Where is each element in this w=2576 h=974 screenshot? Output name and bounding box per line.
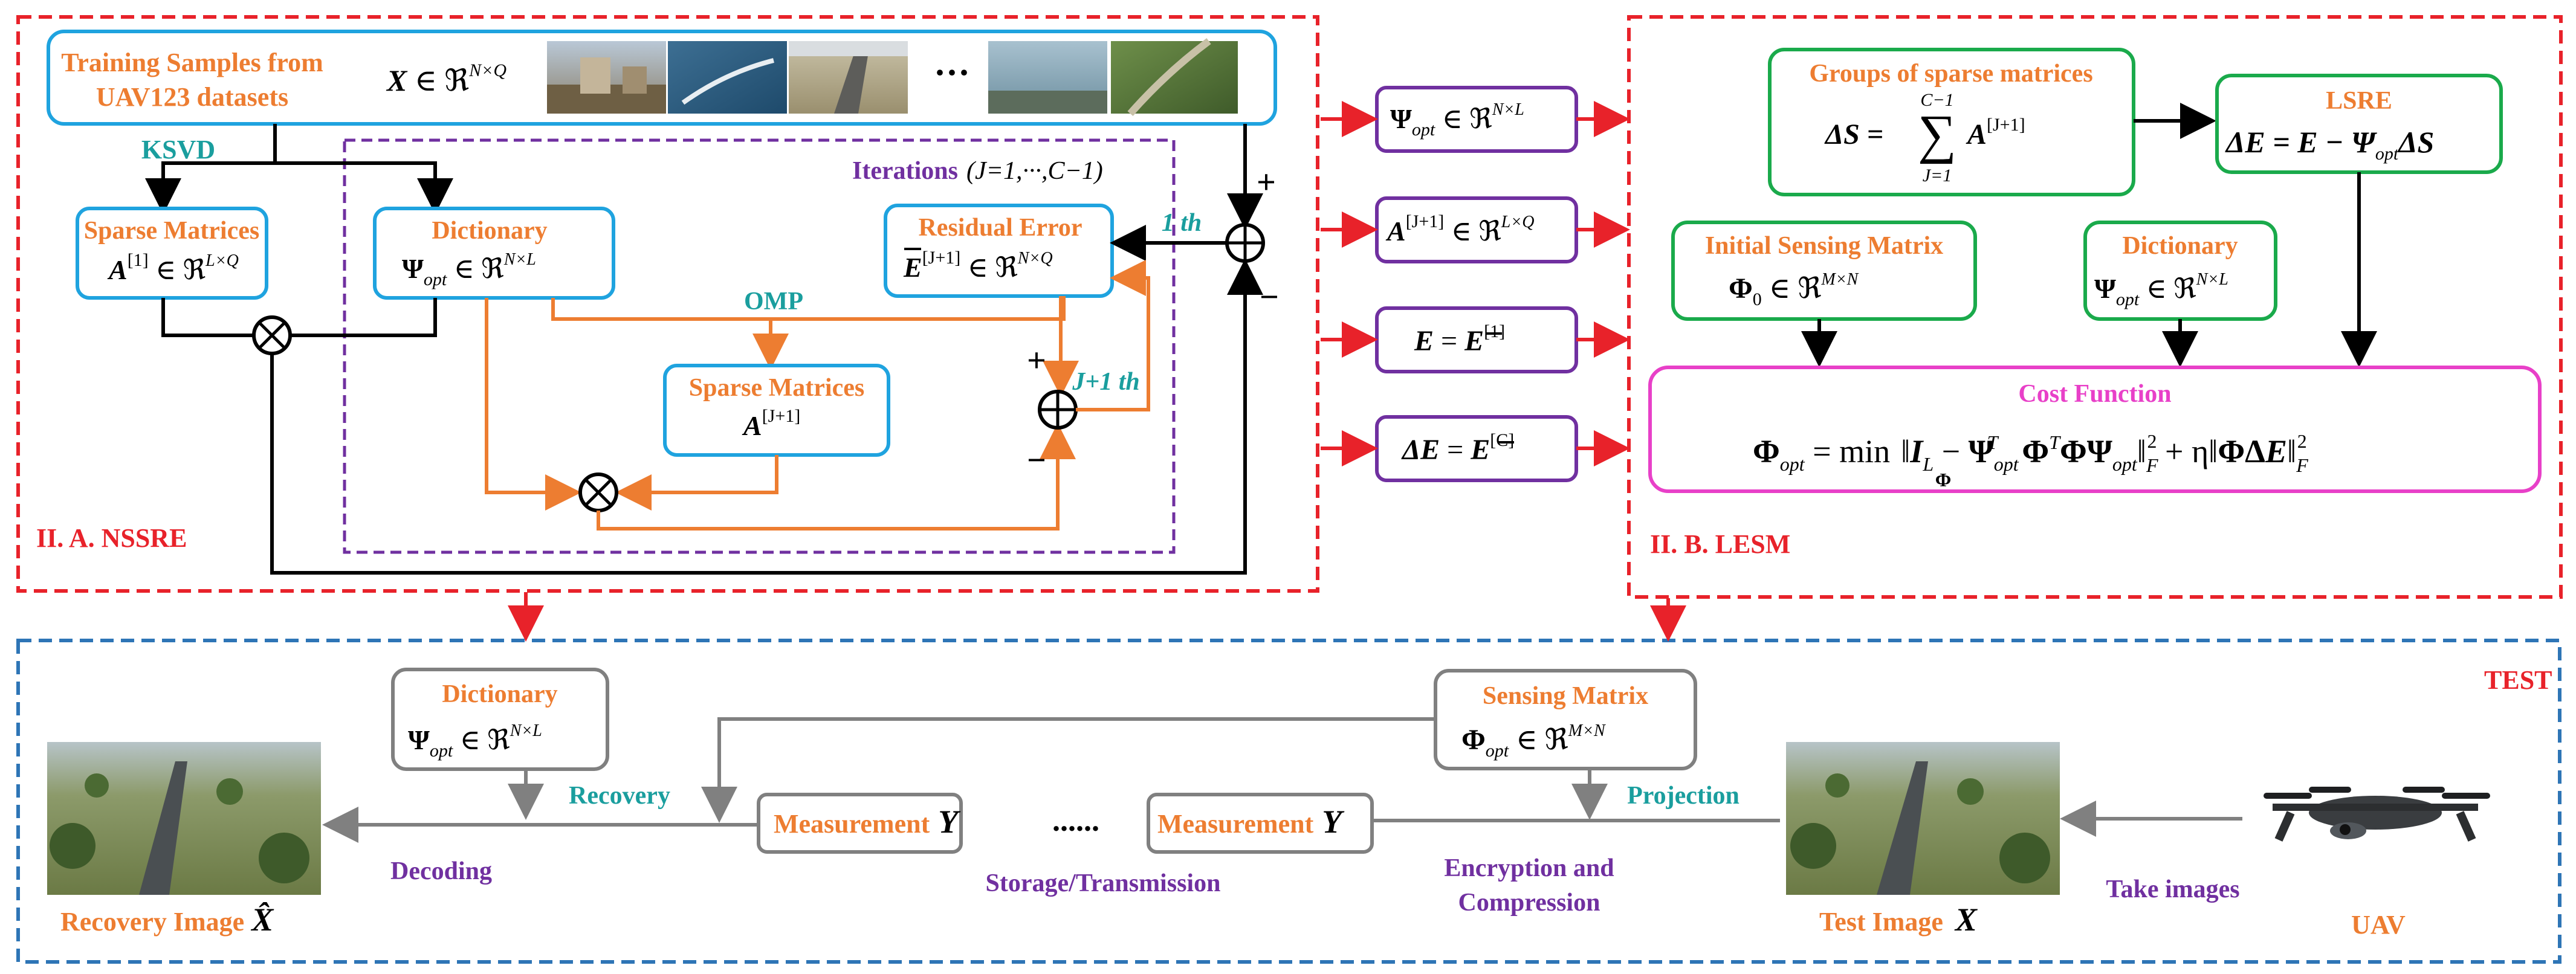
groups-sigma: ∑ xyxy=(1918,105,1956,164)
sum-main-minus: − xyxy=(1260,279,1279,316)
decoding-label: Decoding xyxy=(390,857,492,885)
lesm-section-label: II. B. LESM xyxy=(1650,529,1790,559)
dictionary-nssre-title: Dictionary xyxy=(432,217,547,245)
measurement-dots: ...... xyxy=(1052,804,1099,838)
svg-text:ΔE = E[C]: ΔE = E[C] xyxy=(1401,430,1514,466)
recovery-label: Recovery xyxy=(569,782,670,810)
dictionary-test-formula: Ψopt ∈ ℜN×L xyxy=(408,721,542,761)
training-thumbnail-3 xyxy=(789,41,908,114)
dictionary-nssre-box xyxy=(373,207,615,300)
param-box-sparse: A[J+1] ∈ ℜL×Q xyxy=(1375,196,1578,263)
dict-to-mult xyxy=(290,298,437,337)
take-images-label: Take images xyxy=(2106,876,2239,903)
training-thumbnail-2 xyxy=(668,41,787,114)
dictionary-test-title: Dictionary xyxy=(442,680,557,708)
jth-label: J+1 th xyxy=(1072,368,1139,396)
groups-sum-bottom: J=1 xyxy=(1923,166,1952,185)
ksvd-label: KSVD xyxy=(141,135,215,164)
test-arrows xyxy=(322,717,2242,843)
param-box-dictionary: Ψopt ∈ ℜN×L xyxy=(1375,86,1578,153)
mult-to-sum-arrow xyxy=(270,259,1263,575)
lsre-formula: ΔE = E − ΨoptΔS xyxy=(2225,125,2434,164)
first-th-label: 1 th xyxy=(1162,209,1202,237)
cost-function-title: Cost Function xyxy=(2018,380,2171,408)
sum-iter-plus: + xyxy=(1027,342,1046,379)
dictionary-lesm-title: Dictionary xyxy=(2122,232,2238,260)
sparse-init-box xyxy=(76,207,268,300)
training-ellipsis: ··· xyxy=(934,53,970,92)
training-to-dictionary-arrow xyxy=(275,161,453,214)
cost-min-sub: Φ xyxy=(1935,469,1952,491)
test-image xyxy=(1786,742,2060,895)
sparse-iter-title: Sparse Matrices xyxy=(689,374,864,402)
sensing-test-title: Sensing Matrix xyxy=(1483,682,1648,710)
groups-lhs: ΔS = xyxy=(1824,118,1883,150)
groups-term: A[J+1] xyxy=(1966,115,2025,150)
nssre-section-label: II. A. NSSRE xyxy=(36,523,187,553)
param-box-delta-e: ΔE = E[C] xyxy=(1375,415,1578,482)
cost-function-box xyxy=(1648,366,2542,493)
sum-iter-minus: − xyxy=(1027,442,1046,479)
svg-text:A[J+1] ∈ ℜL×Q: A[J+1] ∈ ℜL×Q xyxy=(1385,211,1534,247)
iterations-border xyxy=(343,138,1176,554)
sparse-init-title: Sparse Matrices xyxy=(84,217,259,245)
svg-text:Ψopt ∈ ℜN×L: Ψopt ∈ ℜN×L xyxy=(1390,100,1524,140)
dict-to-iter-mult xyxy=(485,298,581,511)
residual-error-title: Residual Error xyxy=(918,214,1082,242)
param-box-e: E = E[1] xyxy=(1375,306,1578,373)
projection-label: Projection xyxy=(1627,782,1739,810)
encryption-label-line1: Encryption and xyxy=(1444,854,1614,882)
test-section-label: TEST xyxy=(2484,665,2552,695)
test-section-border xyxy=(16,639,2561,964)
groups-title: Groups of sparse matrices xyxy=(1809,60,2092,88)
omp-line xyxy=(551,296,1066,321)
sum-main-plus: + xyxy=(1257,164,1276,201)
training-to-sparse-arrow xyxy=(145,124,277,214)
training-thumbnail-4 xyxy=(988,41,1107,114)
iter-sum-to-residual xyxy=(1076,260,1150,411)
sensing-test-formula: Φopt ∈ ℜM×N xyxy=(1461,721,1606,761)
training-title-line2: UAV123 datasets xyxy=(96,82,288,112)
storage-label: Storage/Transmission xyxy=(986,869,1221,897)
initial-sensing-title: Initial Sensing Matrix xyxy=(1705,232,1943,260)
lsre-title: LSRE xyxy=(2326,87,2392,115)
encryption-label-line2: Compression xyxy=(1458,889,1600,917)
measurement-box-right xyxy=(1147,793,1374,854)
iterations-label: Iterations(J=1,···,C−1) xyxy=(852,157,1103,185)
residual-error-formula: E[J+1] ∈ ℜN×Q xyxy=(903,248,1053,283)
iter-mult-to-sum xyxy=(597,423,1076,531)
dictionary-lesm-formula: Ψopt ∈ ℜN×L xyxy=(2094,270,2228,309)
training-formula: X ∈ ℜN×Q xyxy=(386,60,506,97)
lesm-section-border xyxy=(1627,15,2563,599)
sparse-init-formula: A[1] ∈ ℜL×Q xyxy=(107,250,239,285)
training-title-line1: Training Samples from xyxy=(61,48,323,77)
training-thumbnail-5 xyxy=(1111,38,1238,116)
omp-label: OMP xyxy=(744,288,803,315)
groups-sum-top: C−1 xyxy=(1920,90,1953,110)
nssre-section-border xyxy=(16,15,1319,593)
lesm-arrows xyxy=(1801,172,2377,367)
training-thumbnail-1 xyxy=(547,41,666,114)
dictionary-test-box xyxy=(391,668,609,771)
initial-sensing-formula: Φ0 ∈ ℜM×N xyxy=(1729,270,1859,309)
dictionary-nssre-formula: Ψopt ∈ ℜN×L xyxy=(402,250,536,289)
red-arrows xyxy=(508,101,1686,642)
sparse-init-to-mult xyxy=(161,298,254,337)
sparse-iter-formula: A[J+1] xyxy=(742,406,800,441)
uav-icon xyxy=(2264,787,2490,842)
uav-label: UAV xyxy=(2351,910,2406,940)
recovery-image xyxy=(47,742,321,895)
sparse-iter-to-mult xyxy=(615,455,778,511)
initial-sensing-box xyxy=(1671,221,1977,321)
svg-text:E = E[1]: E = E[1] xyxy=(1414,321,1505,357)
